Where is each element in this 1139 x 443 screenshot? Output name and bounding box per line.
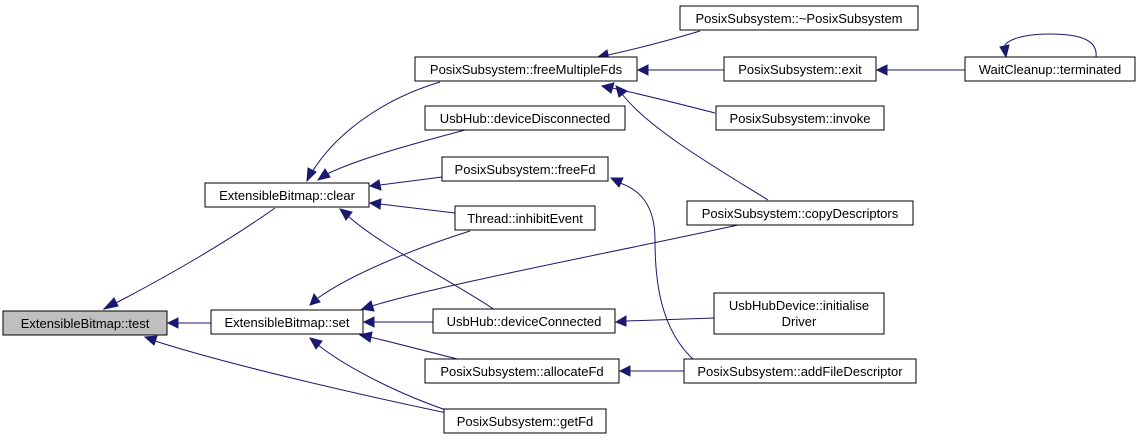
node-usbhubdevice-initialisedriver[interactable]: UsbHubDevice::initialise Driver — [713, 292, 885, 335]
node-label: PosixSubsystem::allocateFd — [440, 364, 603, 379]
node-label: PosixSubsystem::getFd — [457, 414, 594, 429]
edge-freefd-to-clear — [368, 176, 443, 191]
node-label: Thread::inhibitEvent — [467, 211, 583, 226]
node-posixsubsystem-allocatefd[interactable]: PosixSubsystem::allocateFd — [424, 358, 620, 384]
node-thread-inhibitevent[interactable]: Thread::inhibitEvent — [454, 205, 596, 231]
node-posixsubsystem-addfiledescriptor[interactable]: PosixSubsystem::addFileDescriptor — [683, 358, 917, 384]
edge-destructor-to-freemultiplefds — [596, 30, 701, 61]
node-extensiblebitmap-set[interactable]: ExtensibleBitmap::set — [210, 309, 364, 335]
edge-terminated-to-exit — [875, 64, 965, 76]
node-label: UsbHub::deviceConnected — [447, 314, 602, 329]
edge-addfiledescriptor-to-allocatefd — [618, 365, 684, 377]
edge-allocatefd-to-set — [358, 331, 466, 362]
edge-inhibitevent-to-set — [309, 230, 471, 306]
node-label: UsbHub::deviceDisconnected — [440, 111, 611, 126]
edge-copydescriptors-to-freemultiplefds — [615, 85, 769, 201]
node-posixsubsystem-getfd[interactable]: PosixSubsystem::getFd — [443, 408, 607, 434]
node-label: PosixSubsystem::invoke — [730, 111, 871, 126]
node-label: PosixSubsystem::exit — [738, 62, 862, 77]
node-label-line2: Driver — [782, 314, 817, 329]
node-posixsubsystem-destructor[interactable]: PosixSubsystem::~PosixSubsystem — [679, 5, 919, 31]
edge-terminated-self-loop — [999, 33, 1097, 59]
node-label: ExtensibleBitmap::clear — [219, 188, 356, 203]
node-waitcleanup-terminated[interactable]: WaitCleanup::terminated — [964, 56, 1136, 82]
node-posixsubsystem-invoke[interactable]: PosixSubsystem::invoke — [715, 105, 885, 131]
node-label: ExtensibleBitmap::set — [224, 315, 349, 330]
node-posixsubsystem-freemultiplefds[interactable]: PosixSubsystem::freeMultipleFds — [414, 56, 638, 82]
node-extensiblebitmap-test[interactable]: ExtensibleBitmap::test — [2, 310, 168, 336]
node-label: PosixSubsystem::addFileDescriptor — [697, 364, 903, 379]
edge-set-to-test — [166, 317, 211, 329]
node-label: ExtensibleBitmap::test — [21, 316, 150, 331]
node-usbhub-devicedisconnected[interactable]: UsbHub::deviceDisconnected — [424, 105, 626, 131]
node-label: PosixSubsystem::freeFd — [455, 162, 596, 177]
edge-addfiledescriptor-to-freefd — [609, 177, 696, 362]
node-extensiblebitmap-clear[interactable]: ExtensibleBitmap::clear — [204, 182, 370, 208]
edge-getfd-to-test — [143, 335, 467, 418]
edge-copydescriptors-to-set — [360, 224, 739, 312]
edge-deviceconnected-to-set — [362, 316, 433, 328]
edge-freemultiplefds-to-clear — [306, 81, 441, 183]
node-usbhub-deviceconnected[interactable]: UsbHub::deviceConnected — [432, 308, 616, 334]
edge-initialisedriver-to-deviceconnected — [614, 315, 715, 327]
node-label: PosixSubsystem::~PosixSubsystem — [696, 11, 903, 26]
edge-deviceconnected-to-clear — [339, 208, 496, 311]
node-posixsubsystem-exit[interactable]: PosixSubsystem::exit — [723, 56, 877, 82]
edge-inhibitevent-to-clear — [368, 198, 456, 214]
edge-clear-to-test — [102, 207, 276, 310]
edge-devicedisconnected-to-clear — [316, 129, 466, 181]
node-label-line1: UsbHubDevice::initialise — [729, 298, 869, 313]
node-label: WaitCleanup::terminated — [979, 62, 1122, 77]
edge-exit-to-freemultiplefds — [636, 64, 724, 76]
node-label: PosixSubsystem::freeMultipleFds — [430, 62, 623, 77]
node-posixsubsystem-copydescriptors[interactable]: PosixSubsystem::copyDescriptors — [686, 200, 914, 226]
node-posixsubsystem-freefd[interactable]: PosixSubsystem::freeFd — [441, 156, 609, 182]
node-label: PosixSubsystem::copyDescriptors — [702, 206, 899, 221]
